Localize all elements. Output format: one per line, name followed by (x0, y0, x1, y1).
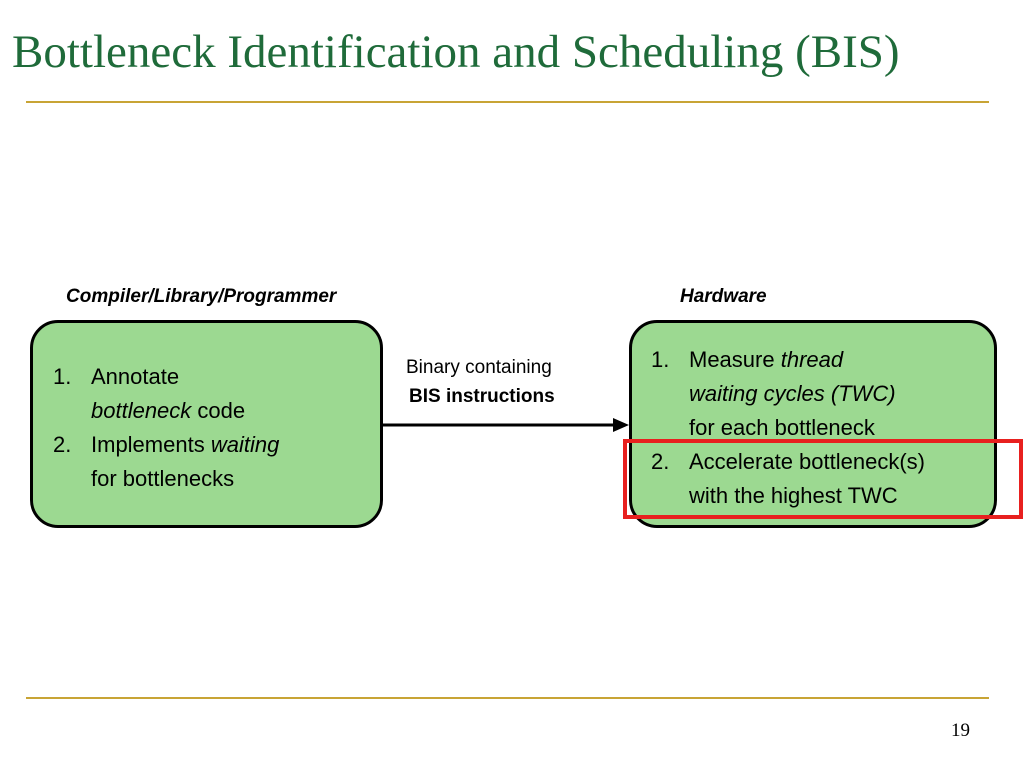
step-line: with the highest TWC (689, 483, 898, 508)
step-line: Implements waiting (91, 428, 279, 462)
step-text: Accelerate bottleneck(s) with the highes… (689, 445, 925, 513)
page-number: 19 (951, 720, 970, 741)
hardware-step-2: 2. Accelerate bottleneck(s) with the hig… (651, 445, 925, 513)
left-panel-heading: Compiler/Library/Programmer (66, 286, 337, 307)
step-number: 2. (651, 449, 670, 474)
step-line: for bottlenecks (91, 466, 235, 491)
slide-title: Bottleneck Identification and Scheduling… (12, 26, 900, 78)
step-line: Measure thread (689, 343, 896, 377)
step-line: Accelerate bottleneck(s) (689, 449, 925, 474)
step-line: for each bottleneck (689, 415, 875, 440)
step-text-start: Measure (689, 347, 781, 372)
emphasized-term: thread (780, 347, 844, 372)
emphasized-term: waiting (210, 432, 280, 457)
step-number: 2. (53, 432, 72, 457)
arrow-head (613, 418, 629, 432)
step-text-start: Implements (91, 432, 211, 457)
step-text: Implements waiting for bottlenecks (91, 428, 279, 496)
step-line: Annotate (91, 364, 180, 389)
compiler-step-2: 2. Implements waiting for bottlenecks (53, 428, 279, 496)
flow-arrow (383, 418, 629, 432)
title-underline-divider (26, 101, 989, 103)
step-text: Annotate bottleneck code (91, 360, 245, 428)
connector-caption-line-2: BIS instructions (409, 386, 555, 407)
emphasized-term: bottleneck (91, 398, 192, 423)
hardware-box: 1. Measure thread waiting cycles (TWC) f… (629, 320, 997, 528)
highlight-box (623, 439, 1023, 519)
emphasized-term: waiting cycles (TWC) (689, 381, 896, 406)
step-number: 1. (53, 364, 72, 389)
footer-divider (26, 697, 989, 699)
hardware-step-list: 1. Measure thread waiting cycles (TWC) f… (651, 343, 925, 513)
compiler-step-list: 1. Annotate bottleneck code 2. Implement… (53, 360, 279, 496)
compiler-step-1: 1. Annotate bottleneck code (53, 360, 279, 428)
step-text-rest: code (191, 398, 246, 423)
step-text: Measure thread waiting cycles (TWC) for … (689, 343, 896, 445)
connector-caption-line-1: Binary containing (406, 357, 552, 378)
compiler-box: 1. Annotate bottleneck code 2. Implement… (30, 320, 383, 528)
right-panel-heading: Hardware (680, 286, 767, 307)
step-line: bottleneck code (91, 394, 245, 428)
step-number: 1. (651, 347, 670, 372)
hardware-step-1: 1. Measure thread waiting cycles (TWC) f… (651, 343, 925, 445)
